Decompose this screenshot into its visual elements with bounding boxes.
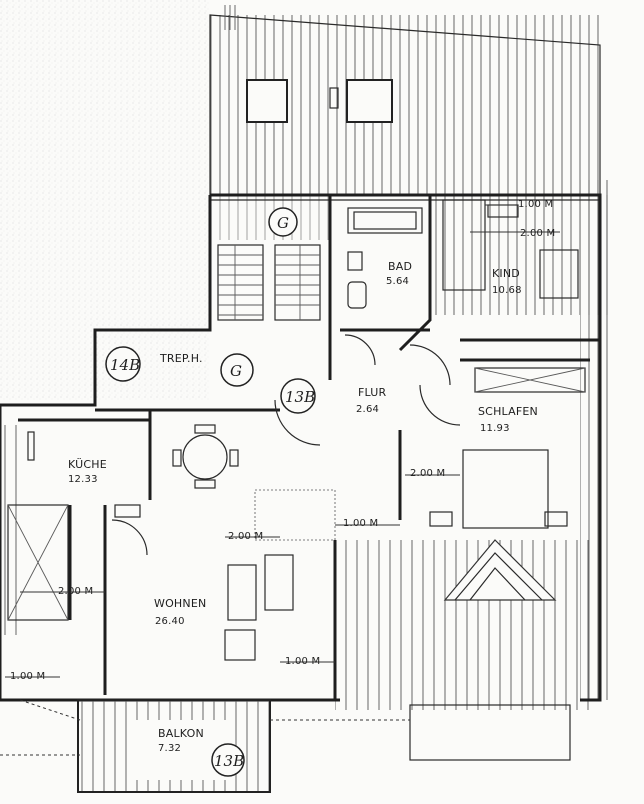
dim-8: 1.00 M <box>10 671 45 682</box>
side-hatch <box>0 425 20 635</box>
staircase <box>217 244 321 321</box>
dimension-lines <box>5 204 560 678</box>
dim-5: 2.00 M <box>228 531 263 542</box>
room-schlafen-name: SCHLAFEN <box>478 405 538 418</box>
room-flur-area: 2.64 <box>356 404 379 415</box>
marker-g-top: G <box>277 214 289 232</box>
dim-7: 1.00 M <box>285 656 320 667</box>
paper-texture <box>0 0 210 400</box>
dim-4: 1.00 M <box>343 518 378 529</box>
room-wohnen-area: 26.40 <box>155 616 185 627</box>
room-wohnen-name: WOHNEN <box>154 597 206 610</box>
room-flur-name: FLUR <box>358 386 387 399</box>
marker-circle-g-top <box>268 207 298 237</box>
room-trep-name: TREP.H. <box>159 352 203 365</box>
room-bad-name: BAD <box>388 260 412 273</box>
marker-circle-14b <box>105 346 141 382</box>
room-balkon-name: BALKON <box>158 727 204 740</box>
roof-hatch-bottom <box>335 539 595 761</box>
room-bad-area: 5.64 <box>386 276 409 287</box>
skylight-right <box>346 79 393 123</box>
marker-13b: 13B <box>285 388 315 406</box>
kitchen-cabinet <box>7 504 69 621</box>
marker-circle-13b-balkon <box>211 743 245 777</box>
dim-6: 2.00 M <box>58 586 93 597</box>
room-schlafen-area: 11.93 <box>480 423 510 434</box>
skylight-left <box>246 79 288 123</box>
room-kind-area: 10.68 <box>492 285 522 296</box>
dim-3: 2.00 M <box>410 468 445 479</box>
room-kuche-name: KÜCHE <box>68 458 107 471</box>
marker-g-trep: G <box>230 362 242 380</box>
marker-13b-balkon: 13B <box>214 752 244 770</box>
living-furniture <box>224 489 336 661</box>
room-kuche-area: 12.33 <box>68 474 98 485</box>
dim-2: 2.00 M <box>520 228 555 239</box>
room-balkon-area: 7.32 <box>158 743 181 754</box>
room-kind-name: KIND <box>492 267 520 280</box>
doors <box>111 334 461 556</box>
dining-table <box>172 424 239 489</box>
marker-14b: 14B <box>110 356 140 374</box>
marker-circle-13b <box>280 378 316 414</box>
marker-circle-g-trep <box>220 353 254 387</box>
dim-1: 1.00 M <box>518 199 553 210</box>
bath-fixtures <box>347 207 423 309</box>
